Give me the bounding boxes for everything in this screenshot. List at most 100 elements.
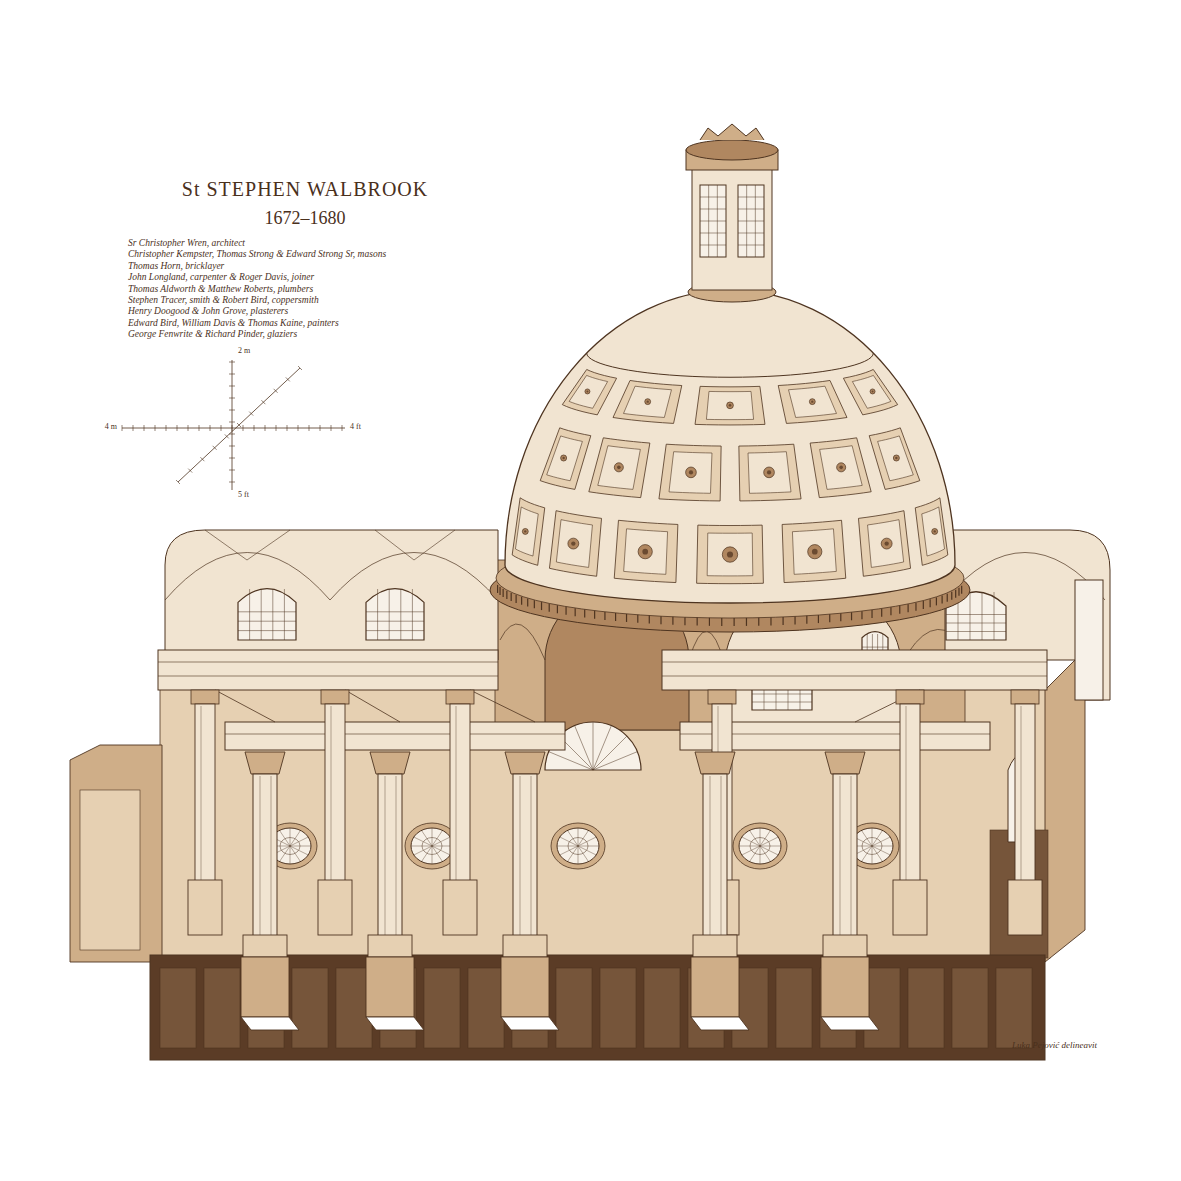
oval-window: [578, 828, 579, 846]
column: [501, 957, 549, 1017]
coffered-dome: [915, 603, 916, 611]
column: [691, 1017, 749, 1030]
oval-window: [872, 846, 873, 864]
scale-bar: [261, 400, 265, 404]
coffered-dome: [565, 607, 566, 615]
barrel-vault: [946, 614, 1006, 615]
scale-bar: [232, 360, 233, 490]
coffered-dome: [659, 444, 721, 501]
scale-bar: [210, 425, 211, 431]
lantern: [700, 245, 726, 246]
column: [503, 935, 547, 957]
oval-window: [414, 837, 432, 846]
coffered-dome: [534, 600, 535, 608]
coffered-dome: [562, 369, 616, 414]
coffered-dome: [697, 618, 698, 626]
oval-window: [414, 846, 432, 855]
oval-window: [578, 846, 596, 855]
crossing-arches: [862, 647, 888, 648]
column: [505, 752, 545, 774]
coffered-dome: [782, 520, 846, 582]
oval-window: [290, 846, 291, 864]
scale-bar: [229, 374, 235, 375]
scale-bar: [276, 425, 277, 431]
coffered-dome: [764, 467, 775, 478]
column: [693, 935, 737, 957]
entablature: [215, 690, 920, 722]
column: [195, 704, 215, 882]
barrel-vault: [284, 589, 285, 640]
column: [366, 957, 414, 1017]
column: [1015, 704, 1035, 882]
scale-bar: [274, 389, 278, 393]
coffered-dome: [840, 613, 841, 621]
coffered-dome: [642, 549, 648, 555]
oval-window: [760, 846, 761, 864]
coffered-dome: [792, 529, 836, 575]
coffered-dome: [871, 610, 872, 618]
oval-window: [280, 830, 291, 846]
oval-window: [750, 830, 761, 846]
coffered-dome: [868, 520, 904, 568]
column: [1011, 690, 1039, 704]
coffered-dome: [829, 614, 830, 622]
barrel-vault: [1075, 580, 1103, 700]
oval-window: [578, 837, 596, 846]
coffered-dome: [767, 470, 771, 474]
coffered-dome: [890, 607, 891, 615]
lantern: [686, 124, 778, 290]
lantern: [700, 209, 726, 210]
column: [385, 776, 396, 938]
credit-line: Stephen Tracer, smith & Robert Bird, cop…: [128, 295, 319, 306]
coffered-dome: [697, 525, 764, 584]
coffered-dome: [758, 618, 759, 626]
coffered-dome: [746, 618, 747, 626]
barrel-vault: [377, 589, 378, 640]
coffered-dome: [878, 436, 914, 481]
column: [710, 776, 721, 938]
column: [900, 704, 920, 882]
coffered-dome: [955, 590, 956, 598]
scale-bar: [155, 425, 156, 431]
scale-label: 5 ft: [238, 490, 249, 499]
column: [1008, 880, 1042, 935]
scale-bar: [243, 425, 244, 431]
scale-label: 4 m: [105, 422, 117, 431]
scale-bar: [144, 425, 145, 431]
scale-bar: [122, 360, 345, 490]
credit-line: Edward Bird, William Davis & Thomas Kain…: [128, 318, 339, 329]
barrel-vault: [205, 530, 455, 560]
scale-bar: [188, 469, 192, 473]
coffered-dome: [837, 463, 846, 472]
barrel-vault: [366, 611, 424, 612]
barrel-vault: [238, 611, 296, 612]
coffered-dome: [617, 466, 621, 470]
back-wall: [160, 688, 1050, 958]
barrel-vault: [389, 589, 390, 640]
column: [325, 704, 345, 882]
coffered-dome: [512, 498, 545, 566]
coffered-dome: [922, 507, 945, 556]
coffered-dome: [624, 386, 672, 417]
column: [370, 752, 410, 774]
oval-window: [578, 846, 579, 864]
entablature: [225, 722, 565, 750]
coffered-dome: [587, 353, 874, 377]
column: [501, 1017, 559, 1030]
oval-window: [739, 846, 760, 847]
column: [331, 706, 332, 880]
coffered-dome: [893, 455, 899, 461]
coffered-dome: [524, 530, 526, 532]
coffered-dome: [858, 511, 910, 577]
wainscot: [150, 955, 1045, 1060]
coffered-dome: [869, 428, 920, 490]
oval-window: [862, 838, 882, 855]
credit-line: John Longland, carpenter & Roger Davis, …: [128, 272, 314, 283]
coffered-dome: [584, 610, 585, 618]
back-wall: [70, 745, 162, 962]
back-wall: [80, 790, 140, 950]
oval-window: [560, 846, 578, 855]
oval-window: [742, 846, 760, 855]
oval-window: [862, 830, 873, 846]
